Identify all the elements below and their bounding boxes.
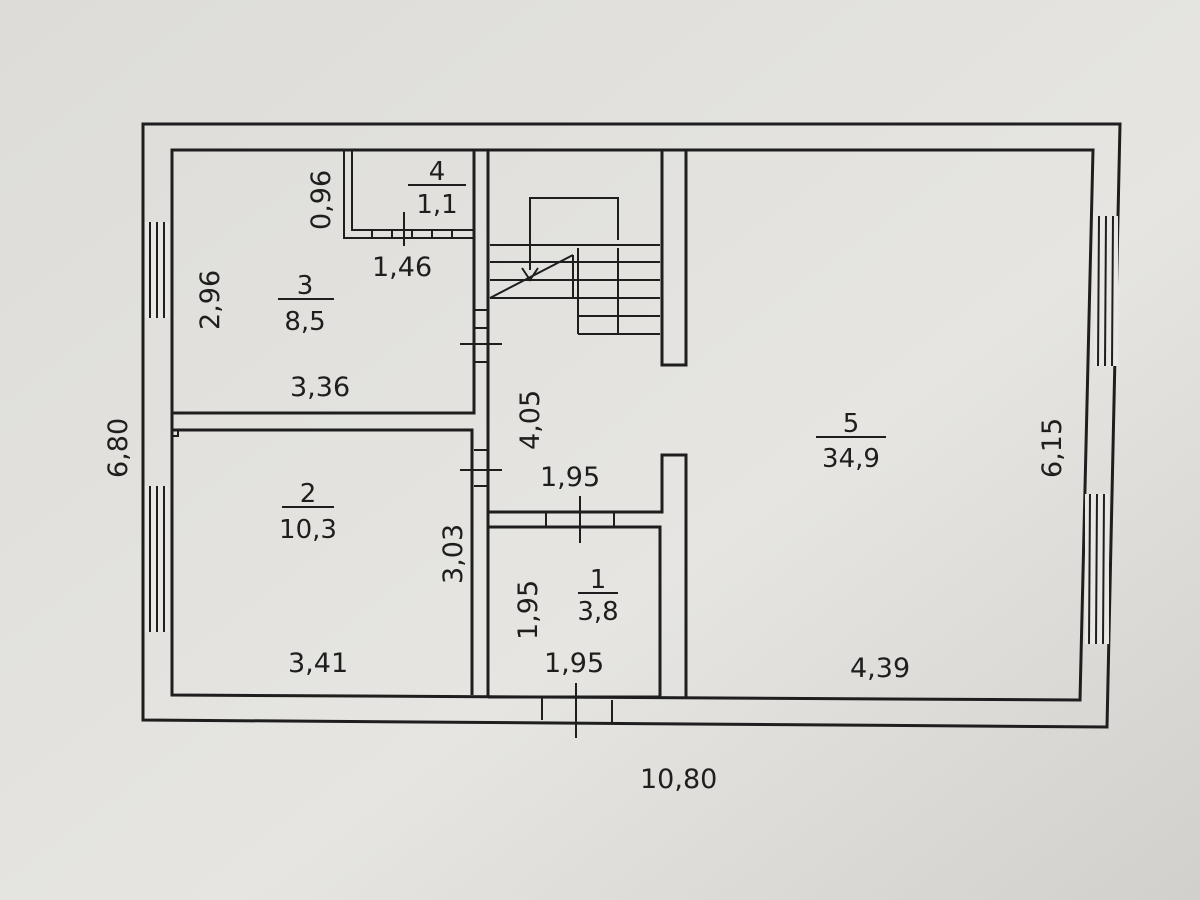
room-area: 3,8 [577, 597, 618, 627]
room-label-1: 1 3,8 [577, 565, 618, 627]
room-3-outline [172, 148, 476, 415]
window-right-lower [1085, 493, 1109, 645]
room-label-3: 3 8,5 [278, 271, 334, 337]
dim-room2-width: 3,41 [288, 648, 348, 679]
room-area: 10,3 [279, 515, 337, 545]
room-4-outline [343, 150, 474, 246]
dim-hall-width: 1,95 [540, 462, 600, 493]
dim-room2-height: 3,03 [438, 524, 469, 584]
dim-room4-height: 0,96 [306, 170, 337, 230]
dim-overall-width: 10,80 [640, 764, 717, 795]
room-number: 4 [429, 157, 446, 187]
dim-room3-width: 3,36 [290, 372, 350, 403]
room-2-outline [171, 428, 474, 695]
room-number: 3 [297, 271, 314, 301]
room-label-5: 5 34,9 [816, 409, 886, 474]
entrance-door [541, 683, 613, 738]
room-label-4: 4 1,1 [408, 157, 466, 220]
outer-walls [141, 122, 1122, 729]
room-number: 5 [843, 409, 860, 439]
dim-room5-height: 6,15 [1037, 418, 1068, 478]
dim-overall-height: 6,80 [103, 418, 134, 478]
room-number: 1 [590, 565, 607, 595]
room-area: 8,5 [284, 307, 325, 337]
room-number: 2 [300, 479, 317, 509]
dim-room4-width: 1,46 [372, 252, 432, 283]
dim-room1-width: 1,95 [544, 648, 604, 679]
room-area: 34,9 [822, 444, 880, 474]
dim-room5-width: 4,39 [850, 653, 910, 684]
window-right-upper [1094, 215, 1118, 367]
window-left-upper [145, 222, 169, 318]
dim-room3-height: 2,96 [195, 270, 226, 330]
room-area: 1,1 [416, 190, 457, 220]
hall-outline [460, 148, 688, 699]
window-left-lower [145, 486, 169, 632]
room-label-2: 2 10,3 [279, 479, 337, 545]
dim-hall-height: 4,05 [515, 390, 546, 450]
staircase [489, 197, 660, 335]
dim-room1-height: 1,95 [513, 580, 544, 640]
